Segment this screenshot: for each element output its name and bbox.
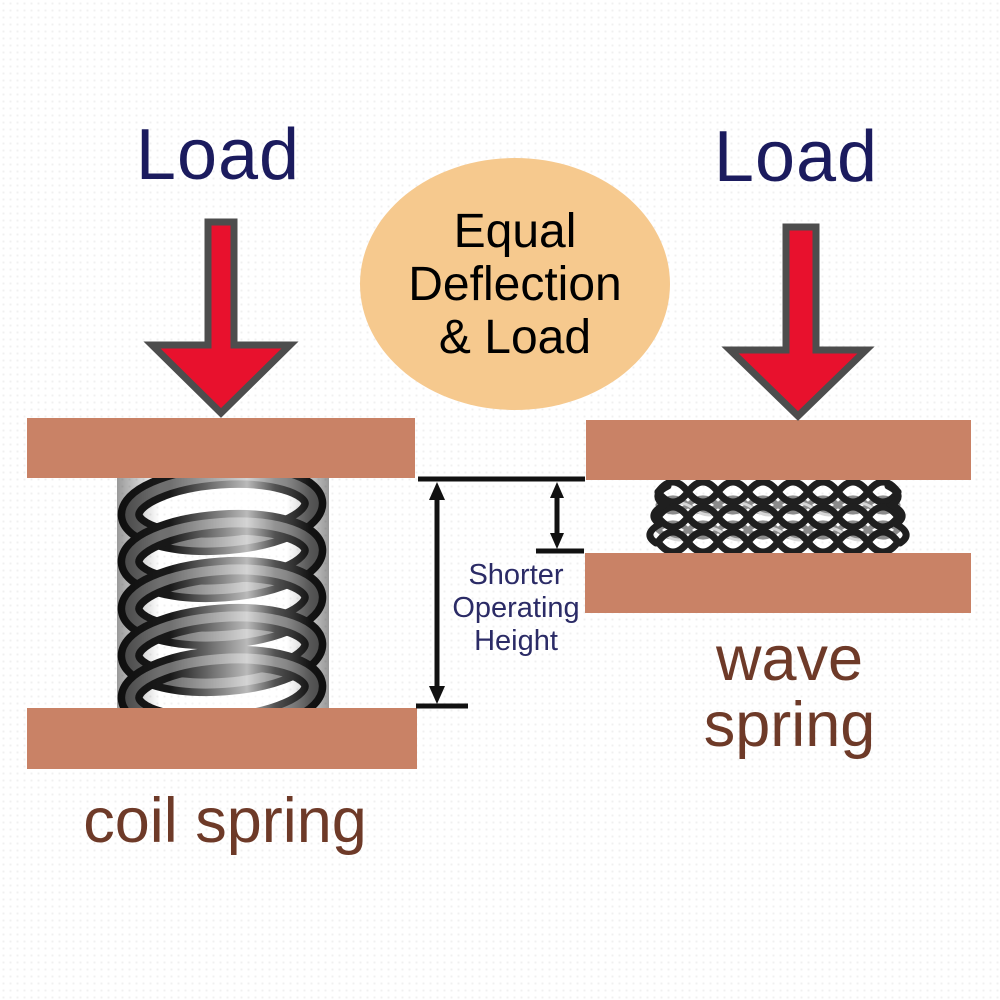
dimension-note-line: Operating xyxy=(452,592,580,624)
dimension-note-line: Height xyxy=(474,625,558,657)
short-dimension-arrow-icon xyxy=(550,482,564,549)
load-arrow-right-icon xyxy=(721,223,875,421)
dimension-note: Shorter Operating Height xyxy=(436,559,596,658)
callout-line: Equal xyxy=(453,204,577,258)
load-label-left: Load xyxy=(135,115,301,195)
tall-dimension-arrow-icon xyxy=(429,482,445,704)
callout-line: Deflection xyxy=(408,257,622,311)
wave-top-plate xyxy=(586,420,971,480)
callout-line: & Load xyxy=(438,310,592,364)
wave-spring-label: wave spring xyxy=(703,624,876,760)
coil-bottom-plate xyxy=(27,708,417,769)
load-label-right: Load xyxy=(713,117,879,197)
wave-spring-graphic xyxy=(646,478,910,556)
load-arrow-left-icon xyxy=(143,218,299,418)
wave-bottom-plate xyxy=(585,553,971,613)
dimension-note-line: Shorter xyxy=(468,559,564,591)
coil-top-plate xyxy=(27,418,415,478)
coil-spring-label: coil spring xyxy=(83,786,367,856)
callout-ellipse: Equal Deflection & Load xyxy=(360,158,670,410)
